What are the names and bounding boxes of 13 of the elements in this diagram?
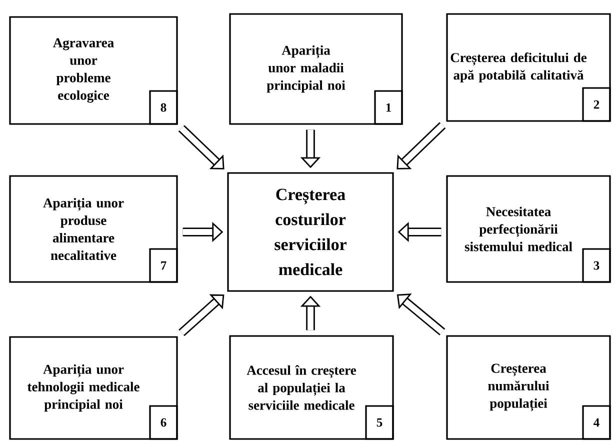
number-box: 1 bbox=[374, 90, 403, 125]
number-box: 2 bbox=[582, 87, 611, 122]
number-box: 3 bbox=[582, 248, 611, 283]
central-box: Creșterea costurilor serviciilor medicale bbox=[227, 172, 394, 292]
number-box: 5 bbox=[365, 405, 394, 440]
block-arrow bbox=[396, 122, 446, 170]
number-box: 7 bbox=[149, 248, 178, 283]
block-arrow bbox=[178, 294, 224, 336]
block-arrow bbox=[178, 125, 224, 170]
number-box: 4 bbox=[582, 405, 611, 440]
block-arrow bbox=[396, 294, 446, 336]
number-box: 8 bbox=[149, 90, 178, 125]
number-box: 6 bbox=[149, 405, 178, 440]
